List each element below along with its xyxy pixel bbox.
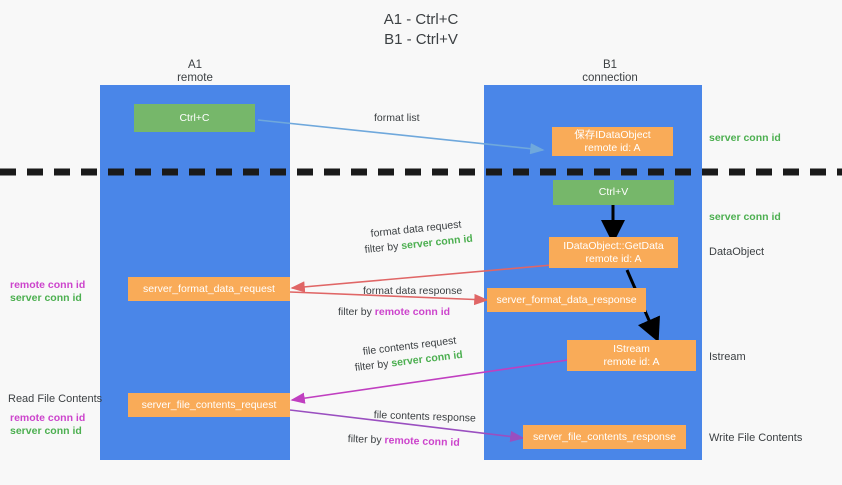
label-remote-conn-id-mid: remote conn id bbox=[10, 279, 86, 291]
page-title: A1 - Ctrl+C B1 - Ctrl+V bbox=[0, 10, 842, 50]
label-format-data-response-filter: filter by remote conn id bbox=[338, 305, 450, 319]
box-getdata-line2: remote id: A bbox=[585, 252, 642, 265]
box-getdata-line1: IDataObject::GetData bbox=[563, 239, 664, 252]
box-getdata[interactable]: IDataObject::GetData remote id: A bbox=[549, 237, 678, 268]
label-read-file-contents: Read File Contents bbox=[8, 393, 103, 405]
title-line-2: B1 - Ctrl+V bbox=[384, 31, 458, 48]
column-header-a1: A1 remote bbox=[125, 59, 265, 85]
arrow-format-data-response bbox=[289, 291, 489, 306]
label-format-list: format list bbox=[374, 112, 420, 124]
box-save-dataobject-line2: remote id: A bbox=[584, 141, 641, 154]
title-line-1: A1 - Ctrl+C bbox=[383, 11, 459, 28]
box-ctrl-v[interactable]: Ctrl+V bbox=[553, 180, 674, 205]
box-server-file-contents-response-label: server_file_contents_response bbox=[532, 430, 676, 443]
arrow-format-data-request bbox=[290, 264, 553, 293]
label-server-conn-id-bottom: server conn id bbox=[10, 425, 82, 437]
box-server-format-data-response-label: server_format_data_response bbox=[496, 293, 637, 306]
label-format-data-response: format data response bbox=[363, 285, 463, 297]
box-save-dataobject-line1: 保存IDataObject bbox=[574, 128, 651, 141]
box-server-format-data-response[interactable]: server_format_data_response bbox=[487, 288, 646, 312]
column-a1-sub: remote bbox=[177, 72, 213, 84]
column-header-b1: B1 connection bbox=[540, 59, 680, 85]
box-ctrl-c[interactable]: Ctrl+C bbox=[134, 104, 255, 132]
filter-value-remote-conn-id: remote conn id bbox=[384, 434, 460, 449]
box-ctrl-c-label: Ctrl+C bbox=[179, 111, 210, 124]
label-dataobject: DataObject bbox=[709, 246, 765, 258]
box-istream[interactable]: IStream remote id: A bbox=[567, 340, 696, 371]
label-server-conn-id-left-mid: server conn id bbox=[10, 292, 82, 304]
arrow-file-contents-request bbox=[290, 359, 569, 404]
box-save-dataobject[interactable]: 保存IDataObject remote id: A bbox=[552, 127, 673, 156]
filter-prefix: filter by bbox=[364, 240, 402, 256]
filter-prefix: filter by bbox=[338, 306, 375, 318]
label-istream: Istream bbox=[709, 351, 746, 363]
column-b1-name: B1 bbox=[602, 59, 618, 71]
box-ctrl-v-label: Ctrl+V bbox=[598, 186, 629, 198]
box-server-format-data-request-label: server_format_data_request bbox=[143, 282, 275, 295]
label-server-conn-id-mid: server conn id bbox=[709, 211, 781, 223]
filter-prefix: filter by bbox=[347, 432, 385, 447]
label-server-conn-id-top: server conn id bbox=[709, 132, 781, 144]
box-istream-line2: remote id: A bbox=[603, 355, 660, 368]
arrow-format-list bbox=[257, 119, 545, 155]
label-remote-conn-id-bottom: remote conn id bbox=[10, 412, 86, 424]
box-server-file-contents-response[interactable]: server_file_contents_response bbox=[523, 425, 686, 449]
column-b1-sub: connection bbox=[582, 72, 638, 84]
label-write-file-contents: Write File Contents bbox=[709, 432, 803, 444]
box-istream-line1: IStream bbox=[613, 342, 650, 355]
box-server-file-contents-request-label: server_file_contents_request bbox=[141, 398, 277, 411]
arrow-file-contents-response bbox=[289, 409, 525, 443]
box-server-format-data-request[interactable]: server_format_data_request bbox=[128, 277, 290, 301]
filter-value-remote-conn-id: remote conn id bbox=[374, 306, 451, 318]
column-a1-name: A1 bbox=[187, 59, 203, 71]
box-server-file-contents-request[interactable]: server_file_contents_request bbox=[128, 393, 290, 417]
